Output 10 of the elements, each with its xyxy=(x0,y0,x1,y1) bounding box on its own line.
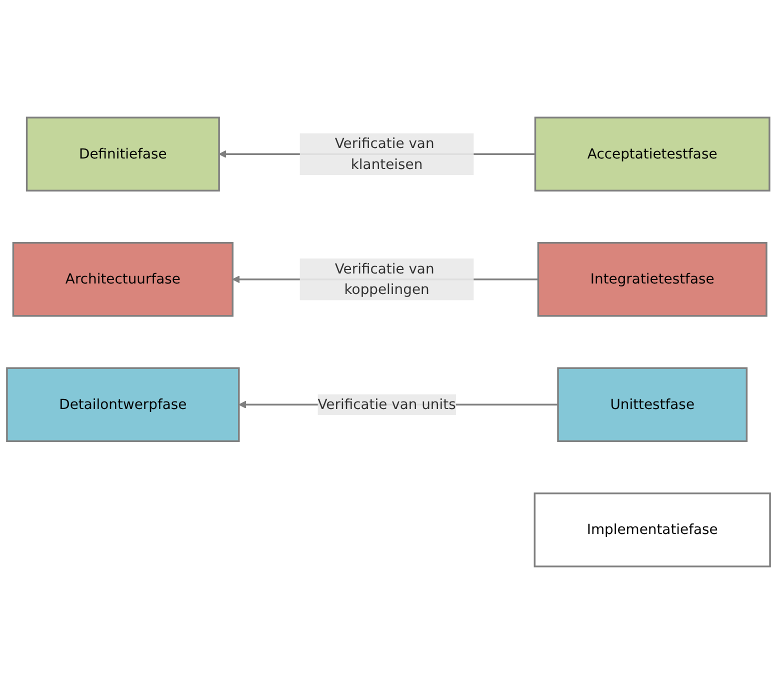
edge-label: Verificatie van koppelingen xyxy=(334,260,434,298)
node-box: Implementatiefase xyxy=(534,492,771,568)
node-box: Integratietestfase xyxy=(537,242,768,317)
node-box: Acceptatietestfase xyxy=(534,116,770,192)
edge-label: Verificatie van units xyxy=(318,396,456,412)
node-box: Unittestfase xyxy=(557,367,748,442)
edge-label: Verificatie van klanteisen xyxy=(334,134,434,172)
node-box: Architectuurfase xyxy=(12,242,234,317)
node-box: Detailontwerpfase xyxy=(6,367,240,442)
node-box: Definitiefase xyxy=(26,116,220,192)
